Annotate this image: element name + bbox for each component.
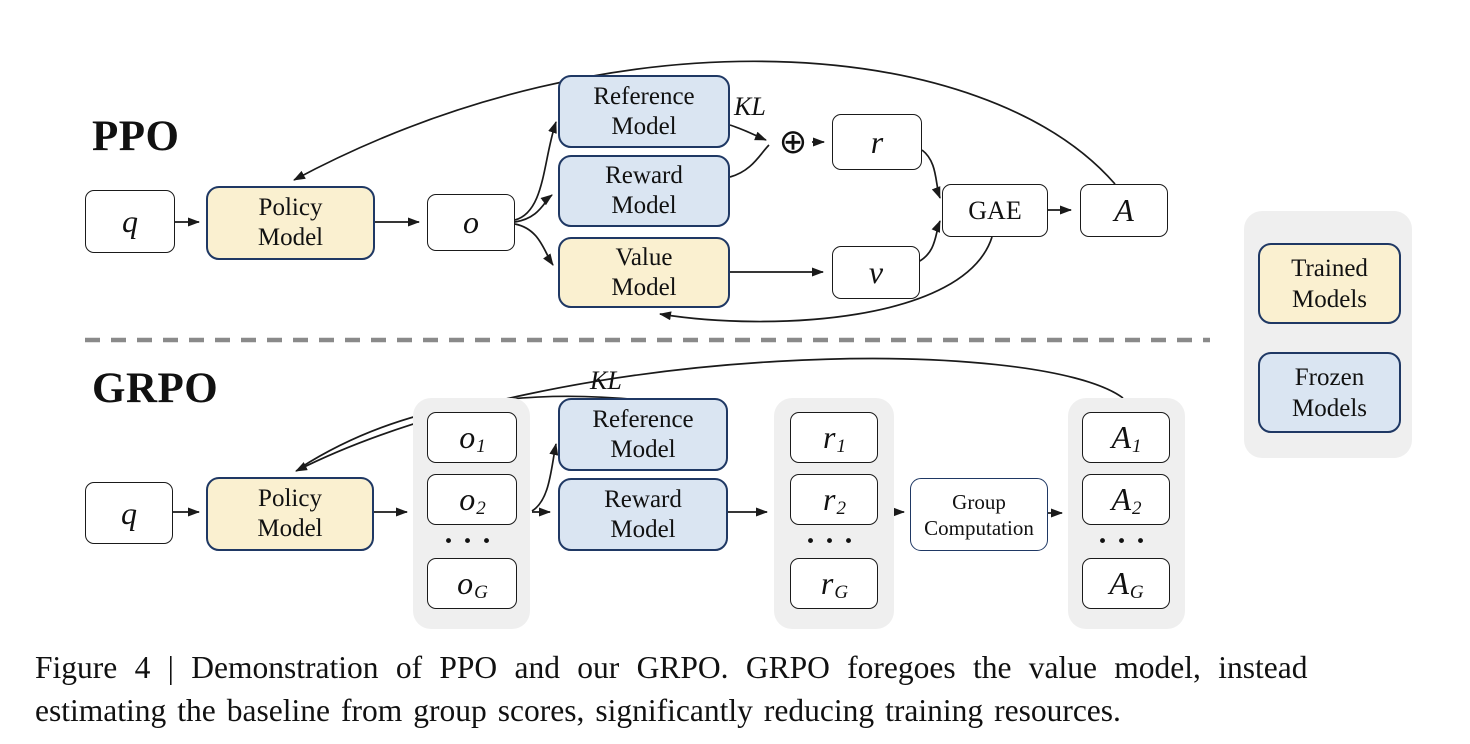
grpo-group-label-line1: Group <box>952 489 1006 514</box>
grpo-arrow-outputs-to-reference <box>531 443 559 512</box>
ppo-arrow-v-to-gae <box>917 220 941 263</box>
legend-frozen-line2: Models <box>1292 394 1367 422</box>
ppo-gae-label: GAE <box>968 195 1022 225</box>
grpo-reference-model-node: Reference Model <box>558 398 728 471</box>
ppo-reward-model-node: Reward Model <box>558 155 730 227</box>
ppo-q-label: q <box>122 203 138 239</box>
legend-frozen-models: Frozen Models <box>1258 352 1401 433</box>
grpo-output-1-base: o <box>459 419 476 455</box>
ppo-v-label: v <box>868 254 884 290</box>
grpo-reference-label-line1: Reference <box>592 405 694 433</box>
ppo-value-label-line2: Model <box>611 273 677 301</box>
ppo-arrow-reference-to-sum <box>729 124 767 141</box>
grpo-kl-label: KL <box>590 366 622 395</box>
ppo-policy-label-line2: Model <box>257 224 324 251</box>
grpo-group-computation-node: Group Computation <box>910 478 1048 551</box>
ppo-reward-label-line2: Model <box>611 192 677 219</box>
ppo-reference-model-node: Reference Model <box>558 75 730 148</box>
ppo-advantage-node: A <box>1080 184 1168 237</box>
grpo-reward-1-base: r <box>823 419 836 455</box>
ppo-o-label: o <box>463 204 479 240</box>
grpo-reward-1-sub: 1 <box>836 435 846 457</box>
ppo-arrow-o-to-reward <box>514 194 553 223</box>
ppo-reference-label-line1: Reference <box>593 82 695 110</box>
grpo-reward-label-line2: Model <box>610 515 676 543</box>
ppo-reward-label-line1: Reward <box>605 162 683 189</box>
ppo-advantage-label: A <box>1114 192 1134 228</box>
grpo-advantages-ellipsis: ••• <box>1097 532 1155 552</box>
grpo-outputs-ellipsis: ••• <box>443 532 501 552</box>
ppo-arrow-r-to-gae <box>921 149 941 199</box>
grpo-reward-g-sub: G <box>834 581 849 603</box>
ppo-kl-label: KL <box>734 92 766 121</box>
grpo-advantage-1-base: A <box>1111 419 1132 455</box>
ppo-q-node: q <box>85 190 175 253</box>
legend-trained-line1: Trained <box>1291 254 1368 282</box>
ppo-plus-circle-icon: ⊕ <box>778 122 808 162</box>
figure-caption-line1: Figure 4 | Demonstration of PPO and our … <box>35 650 1308 685</box>
grpo-group-label-line2: Computation <box>924 515 1034 540</box>
ppo-value-model-node: Value Model <box>558 237 730 308</box>
grpo-reward-2-base: r <box>823 481 836 517</box>
ppo-gae-node: GAE <box>942 184 1048 237</box>
ppo-arrow-o-to-reference <box>514 121 557 221</box>
grpo-q-label: q <box>121 494 137 531</box>
grpo-advantage-2-base: A <box>1111 481 1132 517</box>
ppo-policy-label-line1: Policy <box>258 194 323 221</box>
grpo-policy-label-line2: Model <box>257 515 323 542</box>
arrows-layer <box>85 60 1210 518</box>
grpo-output-g-base: o <box>457 565 474 601</box>
grpo-reward-model-node: Reward Model <box>558 478 728 551</box>
grpo-output-2-base: o <box>459 481 476 517</box>
ppo-arrow-reward-to-sum <box>729 144 770 178</box>
grpo-rewards-ellipsis: ••• <box>805 532 863 552</box>
ppo-policy-model-node: Policy Model <box>206 186 375 260</box>
ppo-reference-label-line2: Model <box>611 112 677 140</box>
ppo-v-node: v <box>832 246 920 299</box>
ppo-arrow-gae-to-value-feedback <box>659 236 993 323</box>
ppo-r-node: r <box>832 114 922 170</box>
grpo-advantage-2-sub: 2 <box>1132 497 1142 519</box>
legend-frozen-line1: Frozen <box>1294 363 1365 391</box>
grpo-policy-model-node: Policy Model <box>206 477 374 551</box>
figure-caption-line2: estimating the baseline from group score… <box>35 693 1121 728</box>
ppo-arrow-o-to-value <box>514 223 554 266</box>
grpo-advantage-g-base: A <box>1109 565 1129 601</box>
grpo-output-g-sub: G <box>474 581 488 603</box>
grpo-reference-label-line2: Model <box>610 435 676 463</box>
ppo-r-label: r <box>870 123 884 160</box>
grpo-reward-2-sub: 2 <box>836 497 846 519</box>
grpo-reward-label-line1: Reward <box>604 485 682 513</box>
grpo-advantage-g-sub: G <box>1129 581 1144 603</box>
grpo-reward-g-base: r <box>820 565 834 601</box>
ppo-section-label: PPO <box>92 113 180 160</box>
legend-trained-models: Trained Models <box>1258 243 1401 324</box>
grpo-advantage-1-sub: 1 <box>1132 435 1142 457</box>
grpo-section-label: GRPO <box>92 365 219 412</box>
grpo-output-1-sub: 1 <box>476 435 486 457</box>
ppo-arrow-a-to-policy-feedback <box>293 60 1116 185</box>
ppo-value-label-line1: Value <box>615 243 673 271</box>
grpo-output-2-sub: 2 <box>476 497 486 519</box>
legend-trained-line2: Models <box>1292 285 1367 313</box>
grpo-q-node: q <box>85 482 173 544</box>
grpo-policy-label-line1: Policy <box>258 485 322 512</box>
ppo-o-node: o <box>427 194 515 251</box>
